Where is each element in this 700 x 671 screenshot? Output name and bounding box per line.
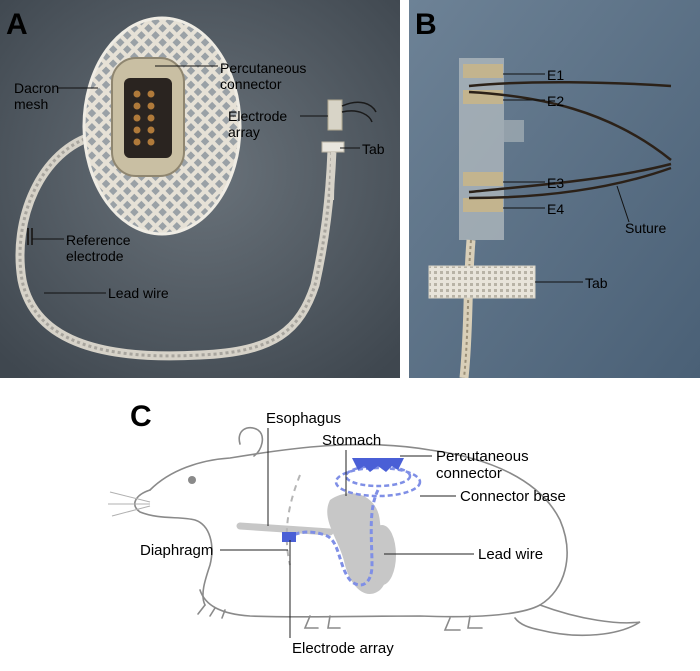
suture-upper xyxy=(468,80,672,161)
panel-a-label: A xyxy=(6,8,28,41)
tab-a xyxy=(321,141,345,153)
panel-c-label: C xyxy=(130,400,152,433)
electrode-e4 xyxy=(463,198,503,212)
rat-outline xyxy=(134,426,641,637)
callout-esophagus: Esophagus xyxy=(266,410,342,427)
panel-b-photo: B E1 E2 E3 E4 Suture Tab xyxy=(409,0,700,378)
callout-dacron-mesh: Dacron mesh xyxy=(14,80,60,112)
diaphragm-line xyxy=(285,474,301,566)
suture-lower xyxy=(468,162,672,200)
implant-photo xyxy=(0,0,400,378)
esophagus xyxy=(236,522,334,536)
electrode-array-c xyxy=(282,532,296,542)
callout-stomach: Stomach xyxy=(322,432,382,449)
electrode-array-a xyxy=(327,99,343,131)
rat-anatomy-illustration xyxy=(108,426,641,638)
connector-base xyxy=(334,466,422,498)
callout-electrode-array: Electrode array xyxy=(228,108,288,140)
rat-eye xyxy=(188,476,196,484)
callout-percutaneous-connector-c: Percutaneous connector xyxy=(436,448,529,482)
callout-tab-b: Tab xyxy=(585,275,608,291)
panel-c-illustration: C Esophagus Stomach Percutaneous connect… xyxy=(0,390,700,671)
callout-e4: E4 xyxy=(547,201,565,217)
callout-e1: E1 xyxy=(547,67,565,83)
percutaneous-connector-c xyxy=(352,458,404,472)
callout-reference-electrode: Reference electrode xyxy=(66,232,131,264)
tab-b xyxy=(428,265,536,299)
callout-lead-wire: Lead wire xyxy=(108,285,169,301)
electrode-e1 xyxy=(463,64,503,78)
electrode-closeup-photo xyxy=(409,0,700,378)
lead-wire-loop xyxy=(15,130,337,361)
callout-diaphragm: Diaphragm xyxy=(140,542,214,559)
callout-suture: Suture xyxy=(625,220,667,236)
callout-connector-base: Connector base xyxy=(460,488,566,505)
callout-electrode-array-c: Electrode array xyxy=(292,640,394,657)
connector-pins xyxy=(133,90,155,146)
electrode-e3 xyxy=(463,172,503,186)
callout-e3: E3 xyxy=(547,175,565,191)
callout-percutaneous-connector: Percutaneous connector xyxy=(220,60,307,92)
whiskers xyxy=(108,491,151,517)
callout-tab: Tab xyxy=(362,141,385,157)
panel-b-label: B xyxy=(415,8,437,41)
panel-a-photo: A Dacron mesh Percutaneous connector Ele… xyxy=(0,0,400,378)
callout-e2: E2 xyxy=(547,93,565,109)
callout-lead-wire-c: Lead wire xyxy=(478,546,544,563)
lead-wire-c xyxy=(289,489,380,587)
